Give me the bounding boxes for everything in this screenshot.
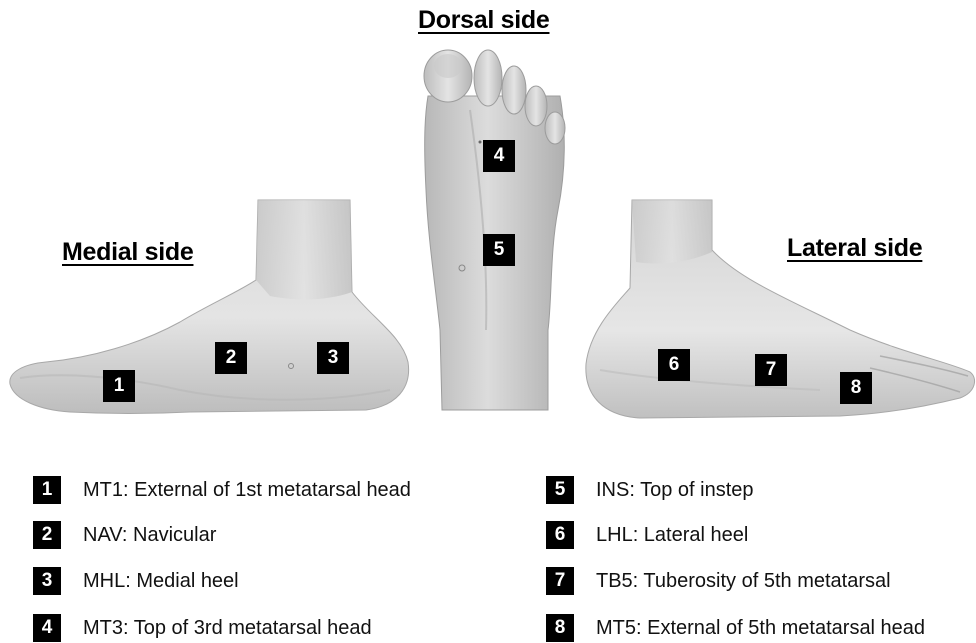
legend-label: MT3: Top of 3rd metatarsal head [83,614,372,642]
legend-label: MT5: External of 5th metatarsal head [596,614,925,642]
legend-label: NAV: Navicular [83,521,216,549]
marker-2: 2 [215,342,247,374]
medial-foot [10,200,409,414]
legend-number: 4 [33,614,61,642]
marker-4: 4 [483,140,515,172]
legend-label: MHL: Medial heel [83,567,239,595]
legend-number: 2 [33,521,61,549]
legend-label: LHL: Lateral heel [596,521,748,549]
legend-number: 5 [546,476,574,504]
legend-label: MT1: External of 1st metatarsal head [83,476,411,504]
heading-dorsal-side: Dorsal side [418,6,549,35]
marker-3: 3 [317,342,349,374]
dorsal-foot [424,50,565,410]
marker-1: 1 [103,370,135,402]
marker-7: 7 [755,354,787,386]
legend-label: TB5: Tuberosity of 5th metatarsal [596,567,891,595]
marker-6: 6 [658,349,690,381]
heading-lateral-side: Lateral side [787,234,922,263]
legend-number: 1 [33,476,61,504]
legend-number: 6 [546,521,574,549]
heading-medial-side: Medial side [62,238,193,267]
feet-illustration [0,0,976,430]
legend-number: 3 [33,567,61,595]
legend-label: INS: Top of instep [596,476,754,504]
legend-number: 7 [546,567,574,595]
legend-number: 8 [546,614,574,642]
marker-5: 5 [483,234,515,266]
marker-8: 8 [840,372,872,404]
